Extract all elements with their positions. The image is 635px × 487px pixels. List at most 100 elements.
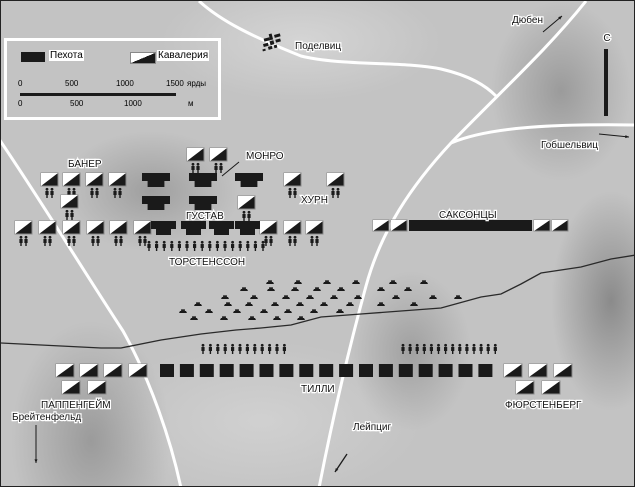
- legend-infantry-label: Пехота: [49, 50, 84, 61]
- artillery-icon: [223, 343, 227, 354]
- road-breitenfeld: [1, 139, 183, 486]
- skirmisher-icon: [354, 295, 362, 299]
- legend: Пехота Кавалерия 0 500 1000 1500 ярды 0 …: [4, 38, 221, 120]
- infantry-icon: [259, 364, 274, 377]
- skirmisher-icon: [284, 309, 292, 313]
- artillery-icon: [260, 343, 264, 354]
- cavalry-icon: [38, 220, 57, 246]
- label-tilly: ТИЛЛИ: [301, 384, 335, 395]
- cavalry-icon: [305, 220, 324, 246]
- cavalry-icon: [326, 172, 345, 198]
- skirmisher-icon: [404, 287, 412, 291]
- scale-tick: 0: [18, 99, 23, 108]
- monro-pointer: [221, 161, 240, 177]
- gobschelwitz-arrow-icon: [598, 133, 630, 139]
- infantry-icon: [160, 364, 174, 377]
- breitenfeld-arrow-icon: [34, 425, 38, 463]
- infantry-icon: [418, 364, 433, 377]
- cavalry-icon: [259, 220, 278, 246]
- label-pappenheim: ПАППЕНГЕЙМ: [41, 398, 111, 411]
- skirmisher-icon: [291, 287, 299, 291]
- infantry-icon: [378, 364, 393, 377]
- infantry-icon: [188, 173, 217, 187]
- infantry-icon: [199, 364, 214, 377]
- skirmisher-icon: [282, 295, 290, 299]
- scale-unit: м: [188, 99, 194, 108]
- artillery-icon: [268, 343, 272, 354]
- artillery-icon: [253, 240, 257, 251]
- skirmisher-icon: [220, 316, 228, 320]
- artillery-icon: [246, 240, 250, 251]
- cavalry-icon: [128, 363, 148, 378]
- skirmisher-icon: [260, 309, 268, 313]
- infantry-icon: [438, 364, 453, 377]
- cavalry-icon: [85, 172, 104, 198]
- skirmisher-icon: [240, 287, 248, 291]
- artillery-icon: [162, 240, 166, 251]
- artillery-icon: [200, 240, 204, 251]
- skirmisher-icon: [273, 316, 281, 320]
- artillery-icon: [147, 240, 151, 251]
- infantry-icon: [279, 364, 294, 377]
- skirmisher-icon: [296, 302, 304, 306]
- artillery-icon: [177, 240, 181, 251]
- skirmisher-icon: [352, 280, 360, 284]
- skirmisher-icon: [194, 302, 202, 306]
- cavalry-icon: [14, 220, 33, 246]
- cavalry-icon: [87, 380, 107, 395]
- infantry-icon: [141, 173, 170, 187]
- infantry-icon: [151, 221, 176, 235]
- infantry-icon: [209, 221, 234, 235]
- skirmisher-icon: [313, 287, 321, 291]
- artillery-icon: [261, 240, 265, 251]
- skirmisher-icon: [224, 302, 232, 306]
- artillery-icon: [193, 240, 197, 251]
- cavalry-icon: [61, 380, 81, 395]
- skirmisher-icon: [306, 295, 314, 299]
- infantry-icon: [458, 364, 473, 377]
- artillery-icon: [472, 343, 476, 354]
- artillery-icon: [486, 343, 490, 354]
- skirmisher-icon: [336, 309, 344, 313]
- skirmisher-icon: [271, 302, 279, 306]
- label-gustav: ГУСТАВ: [186, 211, 224, 222]
- infantry-icon: [188, 196, 217, 210]
- infantry-icon: [478, 364, 493, 377]
- cavalry-icon: [108, 172, 127, 198]
- cavalry-icon: [541, 380, 561, 395]
- label-gobschelwitz: Гобшельвиц: [541, 139, 598, 151]
- label-furstenberg: ФЮРСТЕНБЕРГ: [505, 400, 582, 411]
- infantry-icon: [299, 364, 314, 377]
- scale-tick: 500: [70, 99, 84, 108]
- cavalry-icon: [515, 380, 535, 395]
- artillery-icon: [479, 343, 483, 354]
- label-podelwitz: Поделвиц: [295, 41, 341, 52]
- skirmisher-icon: [389, 280, 397, 284]
- artillery-icon: [436, 343, 441, 354]
- scale-tick: 1000: [116, 79, 134, 88]
- artillery-icon: [208, 343, 212, 354]
- infantry-icon: [359, 364, 373, 377]
- label-torstensson: ТОРСТЕНССОН: [169, 257, 245, 268]
- scale-tick: 1000: [124, 99, 142, 108]
- infantry-icon: [239, 364, 254, 377]
- infantry-icon: [409, 220, 532, 231]
- artillery-icon: [231, 240, 235, 251]
- leipzig-arrow-icon: [334, 453, 348, 473]
- artillery-icon: [282, 343, 286, 354]
- label-north: С: [603, 33, 610, 44]
- artillery-icon: [245, 343, 249, 354]
- road-duben-leipzig: [317, 1, 588, 486]
- north-arrow-icon: [604, 49, 608, 116]
- artillery-icon: [208, 240, 212, 251]
- cavalry-icon: [79, 363, 99, 378]
- artillery-icon: [170, 240, 174, 251]
- infantry-icon: [319, 364, 334, 377]
- skirmisher-icon: [190, 316, 198, 320]
- cavalry-icon: [86, 220, 105, 246]
- label-duben: Дюбен: [512, 14, 543, 26]
- artillery-icon: [493, 343, 497, 354]
- skirmisher-icon: [320, 302, 328, 306]
